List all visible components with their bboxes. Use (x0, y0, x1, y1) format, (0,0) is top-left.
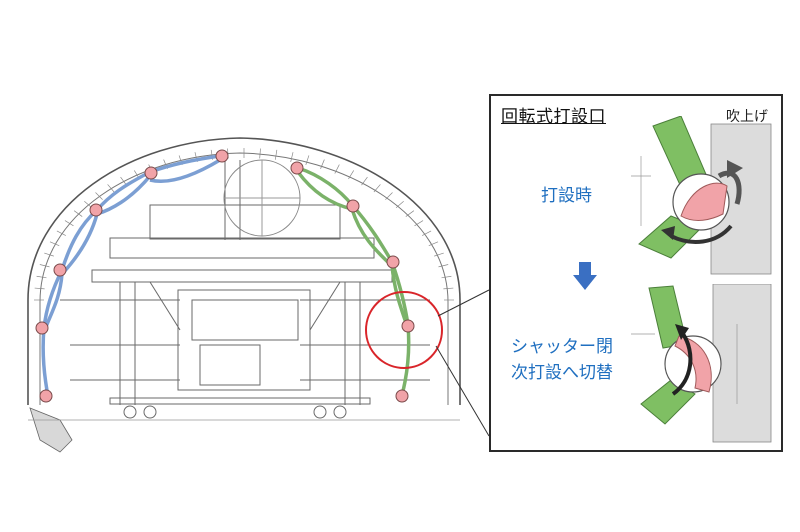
turn-arrow-icon (671, 332, 693, 396)
hatch-tick (73, 210, 83, 217)
hatch-tick (36, 275, 47, 279)
hatch-tick (64, 220, 74, 227)
hatch-tick (422, 230, 432, 236)
shutter-close-label: シャッター閉 (511, 337, 613, 357)
hatch-tick (56, 230, 66, 236)
panel-title: 回転式打設口 (501, 107, 606, 127)
rotation-arrow-head-icon (661, 226, 675, 240)
turn-arrow-head-icon (675, 324, 689, 340)
casting-state-drawing (631, 116, 772, 275)
highlight-circle (365, 291, 443, 369)
hatch-tick (320, 159, 325, 169)
hatch-tick (334, 164, 340, 174)
hatch-tick (443, 287, 454, 290)
hatch-tick (361, 176, 368, 186)
hatch-tick (405, 210, 415, 217)
hatch-tick (395, 201, 404, 209)
leader-line-top (437, 289, 490, 317)
switch-state-drawing (631, 284, 772, 443)
hatch-tick (274, 149, 278, 160)
tunnel-outer-arch (27, 137, 461, 405)
lining-hatch (34, 148, 454, 301)
rotation-arrow-icon (670, 224, 733, 244)
nozzle-fill-2 (674, 335, 712, 393)
hatch-tick (438, 264, 449, 268)
gantry-structure (60, 159, 430, 419)
tunnel-inner-arch (39, 152, 449, 405)
hatch-tick (49, 241, 60, 246)
hatch-tick (373, 184, 381, 193)
nozzle-markers (35, 149, 415, 403)
nozzle-fill (680, 182, 728, 221)
ground-hatch-left (29, 407, 73, 453)
hatch-tick (259, 148, 261, 159)
hatch-tick (414, 220, 424, 227)
rotary-casting-port-detail-panel: 回転式打設口 打設時 シャッター閉 次打設へ切替 吹上げ 打設 (489, 94, 783, 452)
blowup-arrow-head-icon (727, 160, 743, 178)
hatch-tick (39, 264, 50, 268)
down-arrow-icon (573, 262, 597, 290)
blowup-arrow-icon (717, 170, 742, 205)
pipe-left-group (41, 154, 221, 397)
hatch-tick (95, 192, 103, 200)
chute-lower-2 (640, 379, 696, 425)
hatch-tick (434, 252, 444, 257)
leader-line-bottom (435, 345, 490, 437)
casting-label: 打設時 (541, 186, 592, 206)
hatch-tick (290, 152, 294, 163)
hatch-tick (348, 170, 355, 180)
hatch-tick (107, 184, 115, 193)
blowup-label-line1: 吹上げ (726, 109, 768, 125)
hatch-tick (120, 176, 127, 186)
hatch-tick (441, 275, 452, 279)
hatch-tick (428, 241, 439, 246)
hatch-tick (305, 155, 310, 166)
hatch-tick (44, 252, 54, 257)
hatch-tick (34, 287, 45, 290)
hatch-tick (385, 192, 393, 200)
switch-next-casting-label: 次打設へ切替 (511, 363, 613, 383)
